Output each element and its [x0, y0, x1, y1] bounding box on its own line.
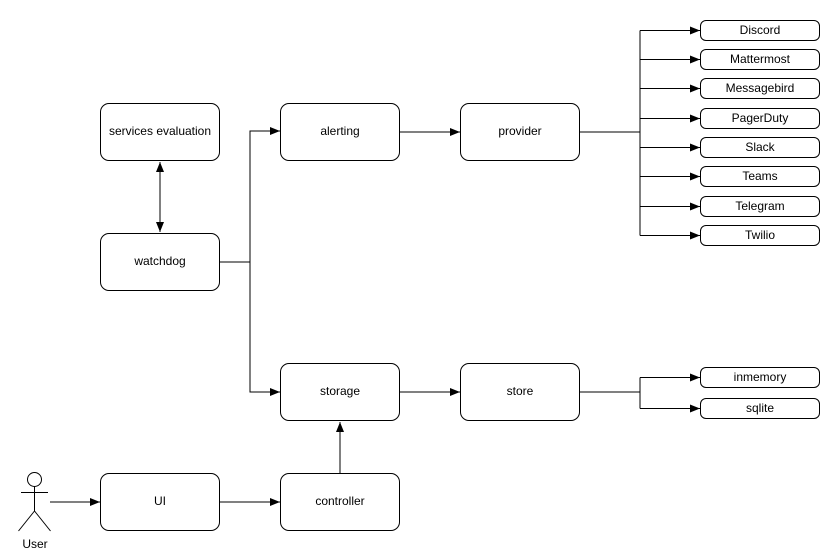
edge-watchdog-alerting — [249, 127, 280, 262]
node-alerting: alerting — [280, 103, 400, 161]
node-ui: UI — [100, 473, 220, 531]
node-services-evaluation: services evaluation — [100, 103, 220, 161]
node-watchdog: watchdog — [100, 233, 220, 291]
node-telegram: Telegram — [700, 196, 820, 217]
node-messagebird: Messagebird — [700, 78, 820, 99]
node-inmemory: inmemory — [700, 367, 820, 388]
node-mattermost: Mattermost — [700, 49, 820, 70]
node-teams: Teams — [700, 166, 820, 187]
node-pagerduty: PagerDuty — [700, 108, 820, 129]
user-actor-label: User — [22, 537, 48, 551]
node-slack: Slack — [700, 137, 820, 158]
node-storage: storage — [280, 363, 400, 421]
node-sqlite: sqlite — [700, 398, 820, 419]
user-actor-icon — [18, 472, 51, 532]
node-discord: Discord — [700, 20, 820, 41]
node-twilio: Twilio — [700, 225, 820, 246]
node-store: store — [460, 363, 580, 421]
edge-watchdog-storage — [249, 262, 280, 396]
node-provider: provider — [460, 103, 580, 161]
node-controller: controller — [280, 473, 400, 531]
